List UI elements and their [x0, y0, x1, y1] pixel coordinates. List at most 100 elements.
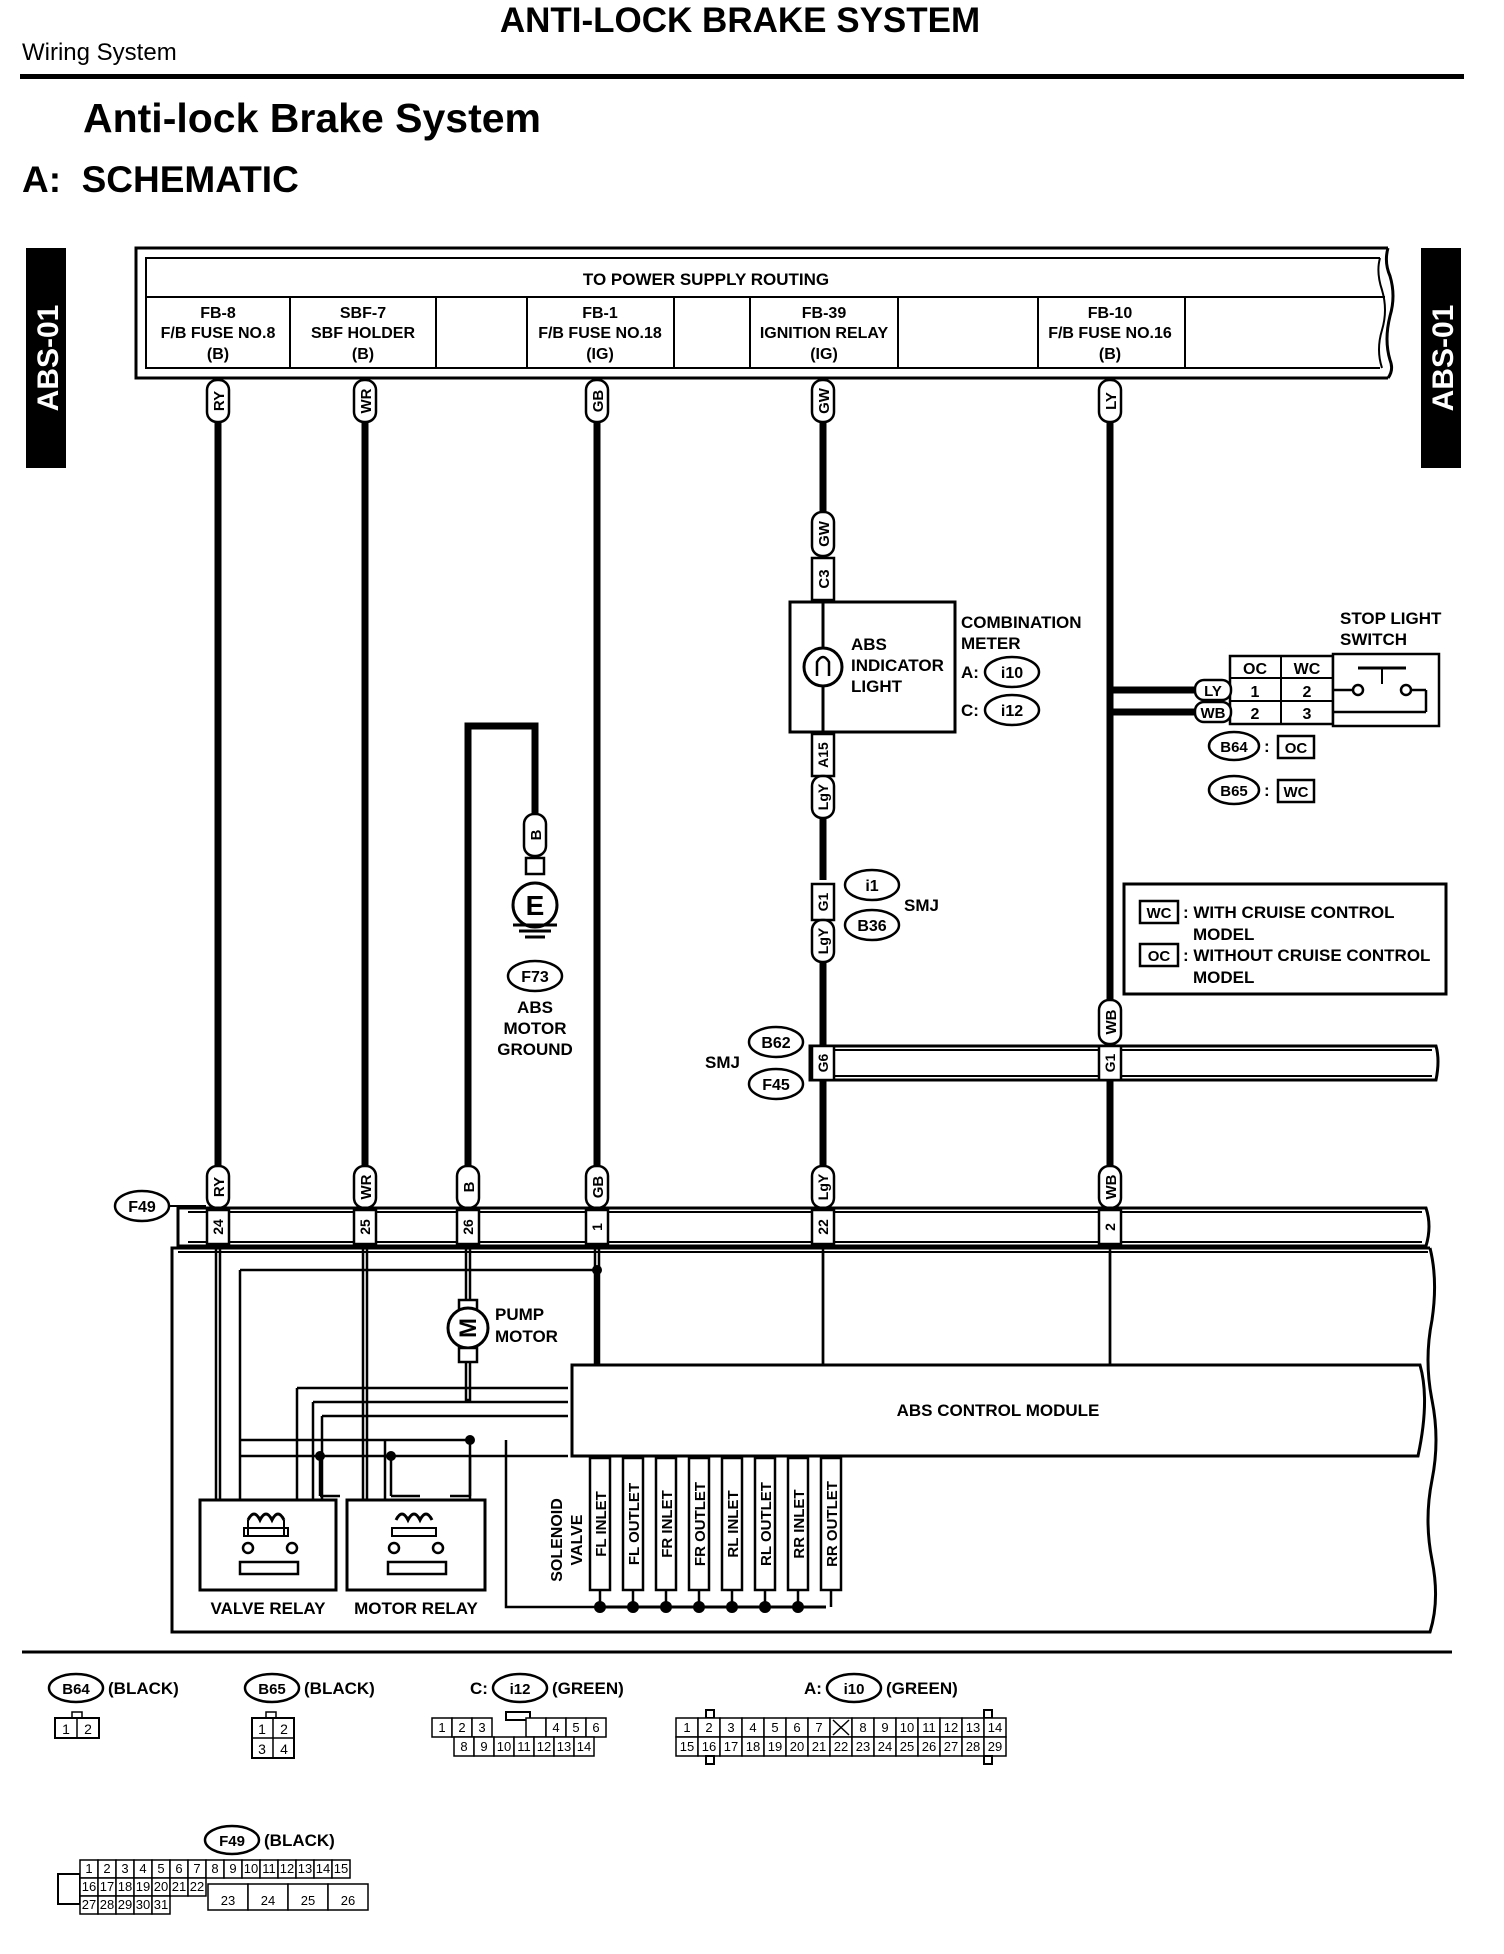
solenoid-label: RR OUTLET [824, 1481, 841, 1567]
switch-col-wc: WC [1294, 661, 1321, 678]
abs-control-module-label: ABS CONTROL MODULE [897, 1401, 1100, 1420]
bulb-icon [802, 646, 844, 688]
legend-oc-text-1: : WITHOUT CRUISE CONTROL [1183, 946, 1430, 965]
fuse-cell-fb8: FB-8 F/B FUSE NO.8 (B) [161, 305, 276, 363]
connector-badge-i12: i12 [983, 693, 1041, 727]
pin-number: 13 [557, 1739, 571, 1754]
power-supply-routing: TO POWER SUPPLY ROUTING FB-8 F/B FUSE NO… [134, 246, 1395, 380]
wire-tag-label: RY [211, 391, 228, 411]
pin-number: 22 [834, 1739, 848, 1754]
ground-label-1: ABS [517, 998, 553, 1017]
pin-number: 21 [812, 1739, 826, 1754]
ground-icon: E [511, 881, 559, 939]
fuse-type: (B) [207, 346, 229, 363]
pin-number: 9 [480, 1739, 487, 1754]
pin-cell [573, 1736, 595, 1757]
wire-tag-ry-bottom: RY [205, 1164, 231, 1210]
solenoid-label: RL OUTLET [758, 1482, 775, 1566]
solenoid-label-1: SOLENOID [549, 1498, 566, 1582]
svg-text:1: 1 [62, 1721, 70, 1737]
pin-label: 24 [210, 1219, 226, 1235]
legend-wc-text-1: : WITH CRUISE CONTROL [1183, 903, 1395, 922]
connector-name: F49 [219, 1833, 245, 1850]
pin-number: 27 [944, 1739, 958, 1754]
pin-number: 24 [261, 1893, 275, 1908]
model-tag-oc: OC [1276, 734, 1316, 760]
pin-number: 5 [157, 1861, 164, 1876]
pin-number: 10 [244, 1861, 258, 1876]
page-header: ANTI-LOCK BRAKE SYSTEM Wiring System Ant… [20, 1, 1464, 200]
wire-tag-ry: RY [205, 378, 231, 424]
wire-tag-label: RY [211, 1177, 228, 1197]
fuse-type: (IG) [810, 346, 838, 363]
wire-tag-label: WB [1103, 1174, 1120, 1199]
wire-tag-wb-upper: WB [1097, 998, 1123, 1046]
pin-cell [585, 1717, 607, 1738]
pin-number: 19 [136, 1879, 150, 1894]
pin-number: 18 [746, 1739, 760, 1754]
fuse-type: (IG) [586, 346, 614, 363]
pin-number: 7 [193, 1861, 200, 1876]
solenoid-label: FR INLET [659, 1490, 676, 1558]
pin-cell [327, 1883, 369, 1911]
connector-badge-b65: B65 [1207, 774, 1261, 806]
pump-label-1: PUMP [495, 1305, 544, 1324]
pin-number: 17 [724, 1739, 738, 1754]
f49-pin-1: 1 [584, 1208, 610, 1246]
wire-tag-gw: GW [810, 378, 836, 424]
wire-tag-label: B [461, 1181, 478, 1192]
fuse-id: FB-8 [200, 305, 236, 322]
pin-number: 12 [537, 1739, 551, 1754]
svg-text::: : [1264, 737, 1270, 756]
wire-tag-label: GB [590, 1176, 607, 1199]
pin-number: 21 [172, 1879, 186, 1894]
pin-number: 6 [175, 1861, 182, 1876]
ground-label-2: MOTOR [504, 1019, 567, 1038]
connector-face-b65: B65 (BLACK) 1 2 3 4 [243, 1672, 375, 1759]
smj-label-upper: SMJ [904, 896, 939, 915]
pin-number: 18 [118, 1879, 132, 1894]
pin-label: G1 [815, 892, 831, 911]
connector-color: (BLACK) [264, 1831, 335, 1850]
wire-tag-label: WB [1201, 705, 1226, 722]
wire-tag-label: GB [590, 390, 607, 413]
pin-number: 17 [100, 1879, 114, 1894]
pin-cell [525, 1717, 547, 1738]
wire-tag-lgy-bottom: LgY [810, 1164, 836, 1210]
fuse-name: IGNITION RELAY [760, 325, 889, 342]
pin-label: G1 [1102, 1053, 1118, 1072]
connector-badge-b64: B64 [1207, 730, 1261, 762]
fuse-cell-fb39: FB-39 IGNITION RELAY (IG) [760, 305, 889, 363]
solenoid-fl-inlet: FL INLET [588, 1456, 612, 1613]
connector-badge-i10: i10 [983, 655, 1041, 689]
wire-tag-stop-ly: LY [1193, 678, 1233, 702]
solenoid-rl-inlet: RL INLET [720, 1456, 744, 1613]
schematic-subtitle: A: SCHEMATIC [22, 159, 299, 200]
pin-number: 1 [85, 1861, 92, 1876]
switch-col-oc: OC [1243, 661, 1267, 678]
side-tab-left: ABS-01 [26, 248, 66, 468]
pin-number: 29 [118, 1897, 132, 1912]
wire-stop-wb [1106, 708, 1195, 730]
pin-number: 4 [139, 1861, 146, 1876]
connector-name: i12 [510, 1681, 531, 1698]
pin-cell [331, 1859, 351, 1879]
module-outline [170, 1246, 1438, 1634]
switch-wc-pin-2: 3 [1303, 706, 1312, 723]
pin-number: 8 [211, 1861, 218, 1876]
f49-pin-25: 25 [352, 1208, 378, 1246]
pin-number: 26 [341, 1893, 355, 1908]
pin-number: 3 [727, 1720, 734, 1735]
valve-relay-label: VALVE RELAY [211, 1599, 327, 1618]
fuse-cell-sbf7: SBF-7 SBF HOLDER (B) [311, 305, 415, 363]
side-tab-left-label: ABS-01 [32, 305, 65, 412]
model-legend: WC : WITH CRUISE CONTROL MODEL OC : WITH… [1122, 882, 1448, 996]
pin-number: 11 [517, 1739, 531, 1754]
pin-number: 9 [881, 1720, 888, 1735]
solenoid-rl-outlet: RL OUTLET [753, 1456, 777, 1613]
motor-relay-label: MOTOR RELAY [354, 1599, 478, 1618]
svg-text::: : [1264, 781, 1270, 800]
wire-tag-b-bottom: B [455, 1164, 481, 1210]
